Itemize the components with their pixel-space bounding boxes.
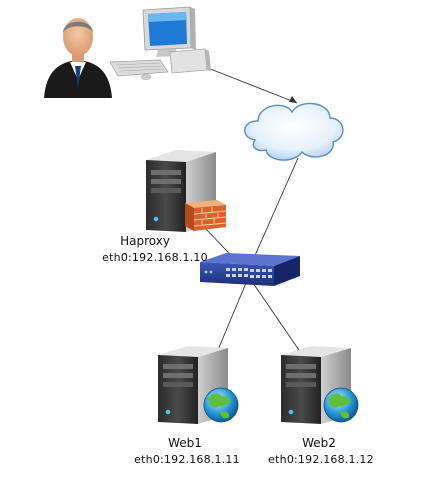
user-icon [44, 18, 112, 98]
firewall-icon [185, 200, 227, 231]
arrow-head [289, 96, 297, 103]
cloud-icon [244, 102, 344, 161]
globe-icon [203, 387, 239, 423]
web2-ip-label: eth0:192.168.1.12 [268, 453, 374, 466]
switch-icon [200, 253, 300, 286]
web2-name-label: Web2 [302, 436, 336, 450]
link-computer-cloud [194, 62, 298, 104]
haproxy-name-label: Haproxy [120, 234, 170, 248]
haproxy-ip-label: eth0:192.168.1.10 [102, 251, 208, 264]
web1-name-label: Web1 [168, 436, 202, 450]
computer-icon [109, 6, 211, 80]
web1-ip-label: eth0:192.168.1.11 [134, 453, 240, 466]
link-cloud-switch [248, 157, 299, 270]
globe-icon [323, 387, 359, 423]
